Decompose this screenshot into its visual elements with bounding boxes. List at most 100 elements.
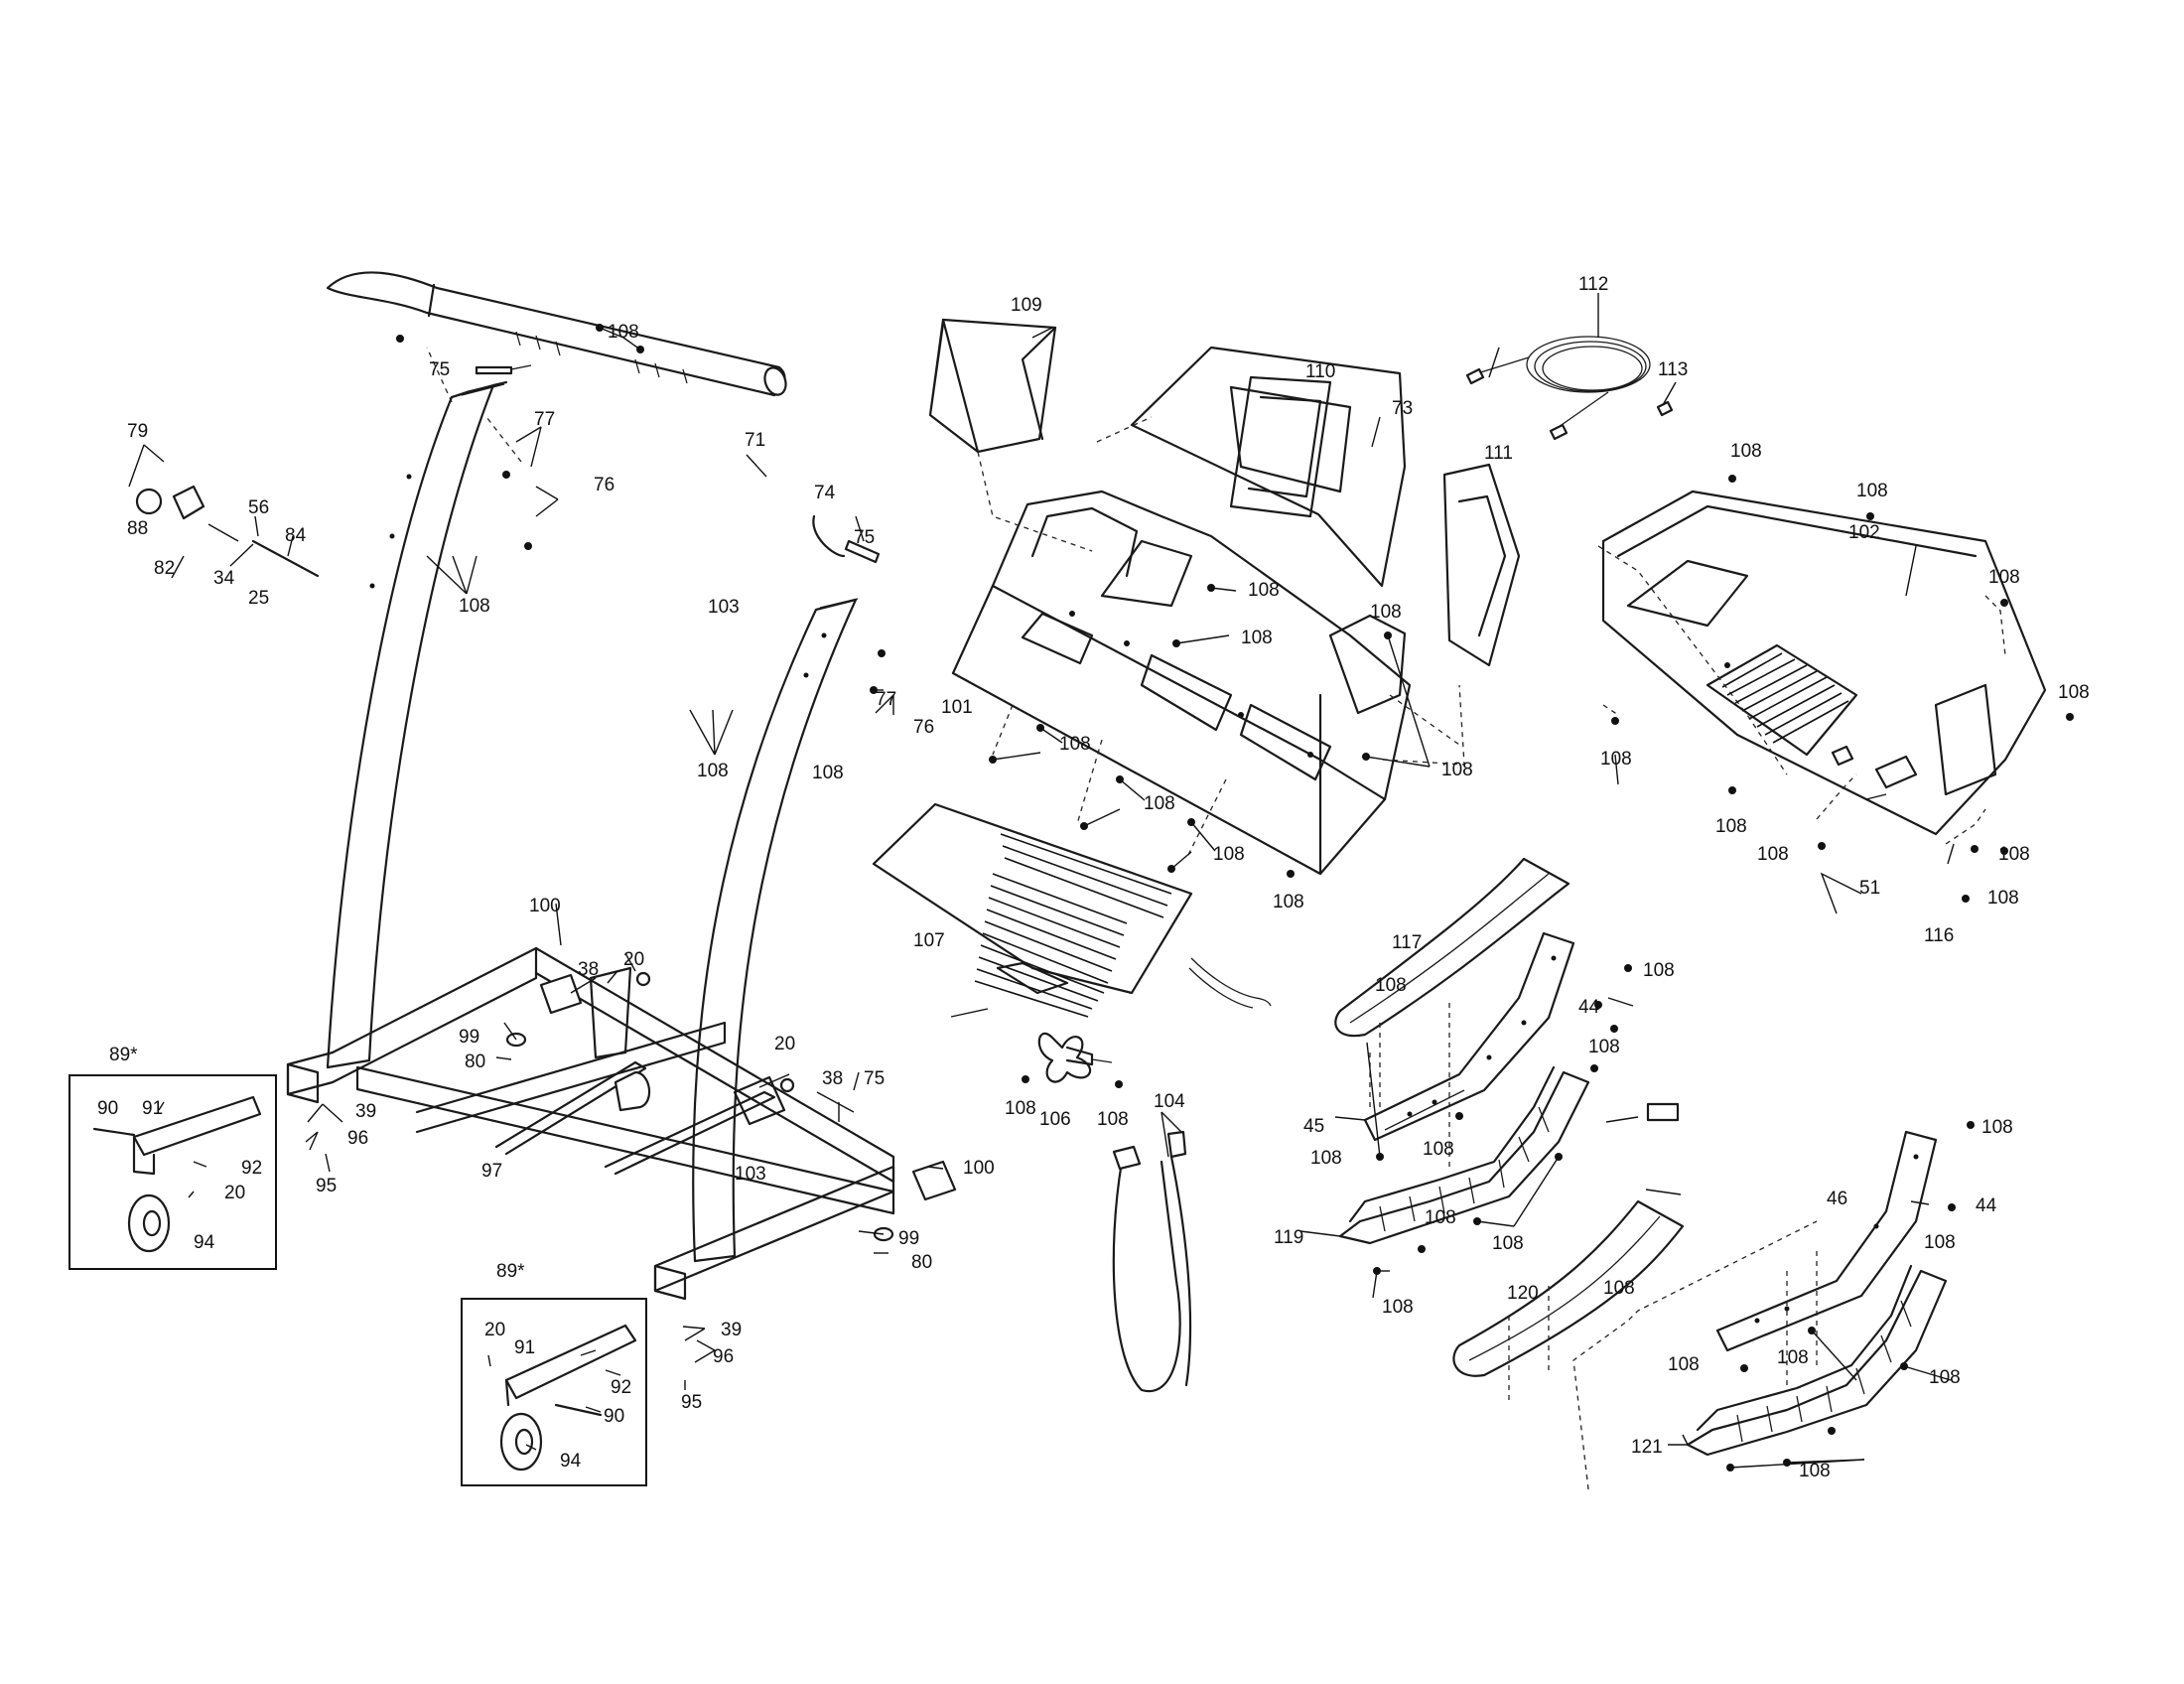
label-75: 75 (864, 1068, 885, 1089)
handrail-assembly (326, 271, 787, 397)
foot-rail-121 (1686, 1264, 1948, 1457)
label-94: 94 (194, 1232, 215, 1253)
label-39: 39 (355, 1101, 376, 1122)
label-108: 108 (1375, 975, 1407, 996)
label-95: 95 (316, 1176, 337, 1196)
label-38: 38 (822, 1068, 843, 1089)
label-96: 96 (713, 1346, 734, 1367)
label-113: 113 (1658, 359, 1688, 380)
label-108: 108 (1777, 1347, 1809, 1368)
label-108: 108 (1603, 1278, 1635, 1299)
label-79: 79 (127, 421, 148, 442)
label-100: 100 (963, 1158, 995, 1179)
label-91: 91 (514, 1337, 535, 1358)
label-108: 108 (1715, 816, 1747, 837)
label-90: 90 (97, 1098, 118, 1119)
label-107: 107 (913, 930, 945, 951)
front-grille (872, 802, 1272, 1018)
label-108: 108 (1370, 602, 1402, 623)
label-101: 101 (941, 697, 973, 718)
left-upright (326, 380, 508, 1069)
label-90: 90 (604, 1406, 624, 1427)
label-117: 117 (1392, 932, 1422, 953)
label-99: 99 (898, 1228, 919, 1249)
label-96: 96 (347, 1128, 368, 1149)
label-108: 108 (1600, 749, 1632, 770)
label-119: 119 (1274, 1227, 1303, 1248)
label-77: 77 (534, 409, 555, 430)
label-73: 73 (1392, 398, 1413, 419)
label-108: 108 (1310, 1148, 1342, 1169)
label-108: 108 (1423, 1139, 1454, 1160)
label-25: 25 (248, 588, 269, 609)
label-108: 108 (1988, 567, 2020, 588)
label-82: 82 (154, 558, 175, 579)
label-106: 106 (1039, 1109, 1071, 1130)
base-frame (286, 946, 895, 1301)
assembly-lines (426, 347, 2006, 1490)
label-56: 56 (248, 497, 269, 518)
label-108: 108 (1425, 1207, 1456, 1228)
label-74: 74 (814, 483, 836, 503)
label-103: 103 (708, 597, 740, 618)
label-39: 39 (721, 1320, 742, 1340)
wheel-kit-right (461, 1298, 647, 1486)
label-44: 44 (1976, 1195, 1997, 1216)
label-34: 34 (213, 568, 235, 589)
label-75: 75 (854, 527, 875, 548)
label-92: 92 (241, 1158, 262, 1179)
label-108: 108 (1005, 1098, 1036, 1119)
label-121: 121 (1631, 1437, 1663, 1458)
side-rail-46 (1715, 1130, 1938, 1352)
label-109: 109 (1011, 295, 1042, 316)
label-77: 77 (876, 689, 896, 710)
fan (1037, 1032, 1113, 1083)
right-upright (692, 598, 859, 1263)
label-80: 80 (911, 1252, 932, 1273)
label-108: 108 (1273, 892, 1304, 912)
label-110: 110 (1305, 361, 1335, 382)
label-104: 104 (1154, 1091, 1185, 1112)
label-108: 108 (1856, 481, 1888, 501)
label-108: 108 (697, 761, 729, 781)
label-108: 108 (1730, 441, 1762, 462)
label-76: 76 (594, 475, 614, 495)
tray-111 (1442, 463, 1521, 667)
label-103: 103 (735, 1164, 766, 1185)
label-108: 108 (1241, 628, 1273, 648)
label-80: 80 (465, 1052, 485, 1072)
fasteners (396, 324, 2074, 1472)
label-108: 108 (1757, 844, 1789, 865)
label-99: 99 (459, 1027, 479, 1048)
rail-cover-120 (1452, 1199, 1685, 1377)
label-120: 120 (1507, 1283, 1539, 1304)
label-108: 108 (1588, 1037, 1620, 1057)
label-51: 51 (1859, 878, 1880, 899)
label-112: 112 (1578, 274, 1608, 295)
label-108: 108 (1929, 1367, 1961, 1388)
label-116: 116 (1924, 925, 1954, 946)
belt (1112, 1130, 1192, 1393)
label-84: 84 (285, 525, 307, 546)
label-100: 100 (529, 896, 561, 916)
label-108: 108 (1998, 844, 2030, 865)
foot-rail-119 (1338, 1065, 1590, 1245)
label-20: 20 (484, 1320, 505, 1340)
label-91: 91 (142, 1098, 163, 1119)
label-38: 38 (578, 959, 599, 980)
label-71: 71 (745, 430, 765, 451)
label-95: 95 (681, 1392, 702, 1413)
label-108: 108 (1924, 1232, 1956, 1253)
label-108: 108 (812, 763, 844, 783)
label-89: 89* (496, 1261, 525, 1282)
cable (1465, 336, 1674, 441)
label-45: 45 (1303, 1116, 1324, 1137)
label-108: 108 (1492, 1233, 1524, 1254)
label-108: 108 (1799, 1461, 1831, 1481)
leader-lines (128, 293, 1955, 1469)
label-108: 108 (1668, 1354, 1700, 1375)
label-94: 94 (560, 1451, 582, 1472)
label-108: 108 (608, 322, 639, 343)
motor-hood (1601, 490, 2047, 836)
